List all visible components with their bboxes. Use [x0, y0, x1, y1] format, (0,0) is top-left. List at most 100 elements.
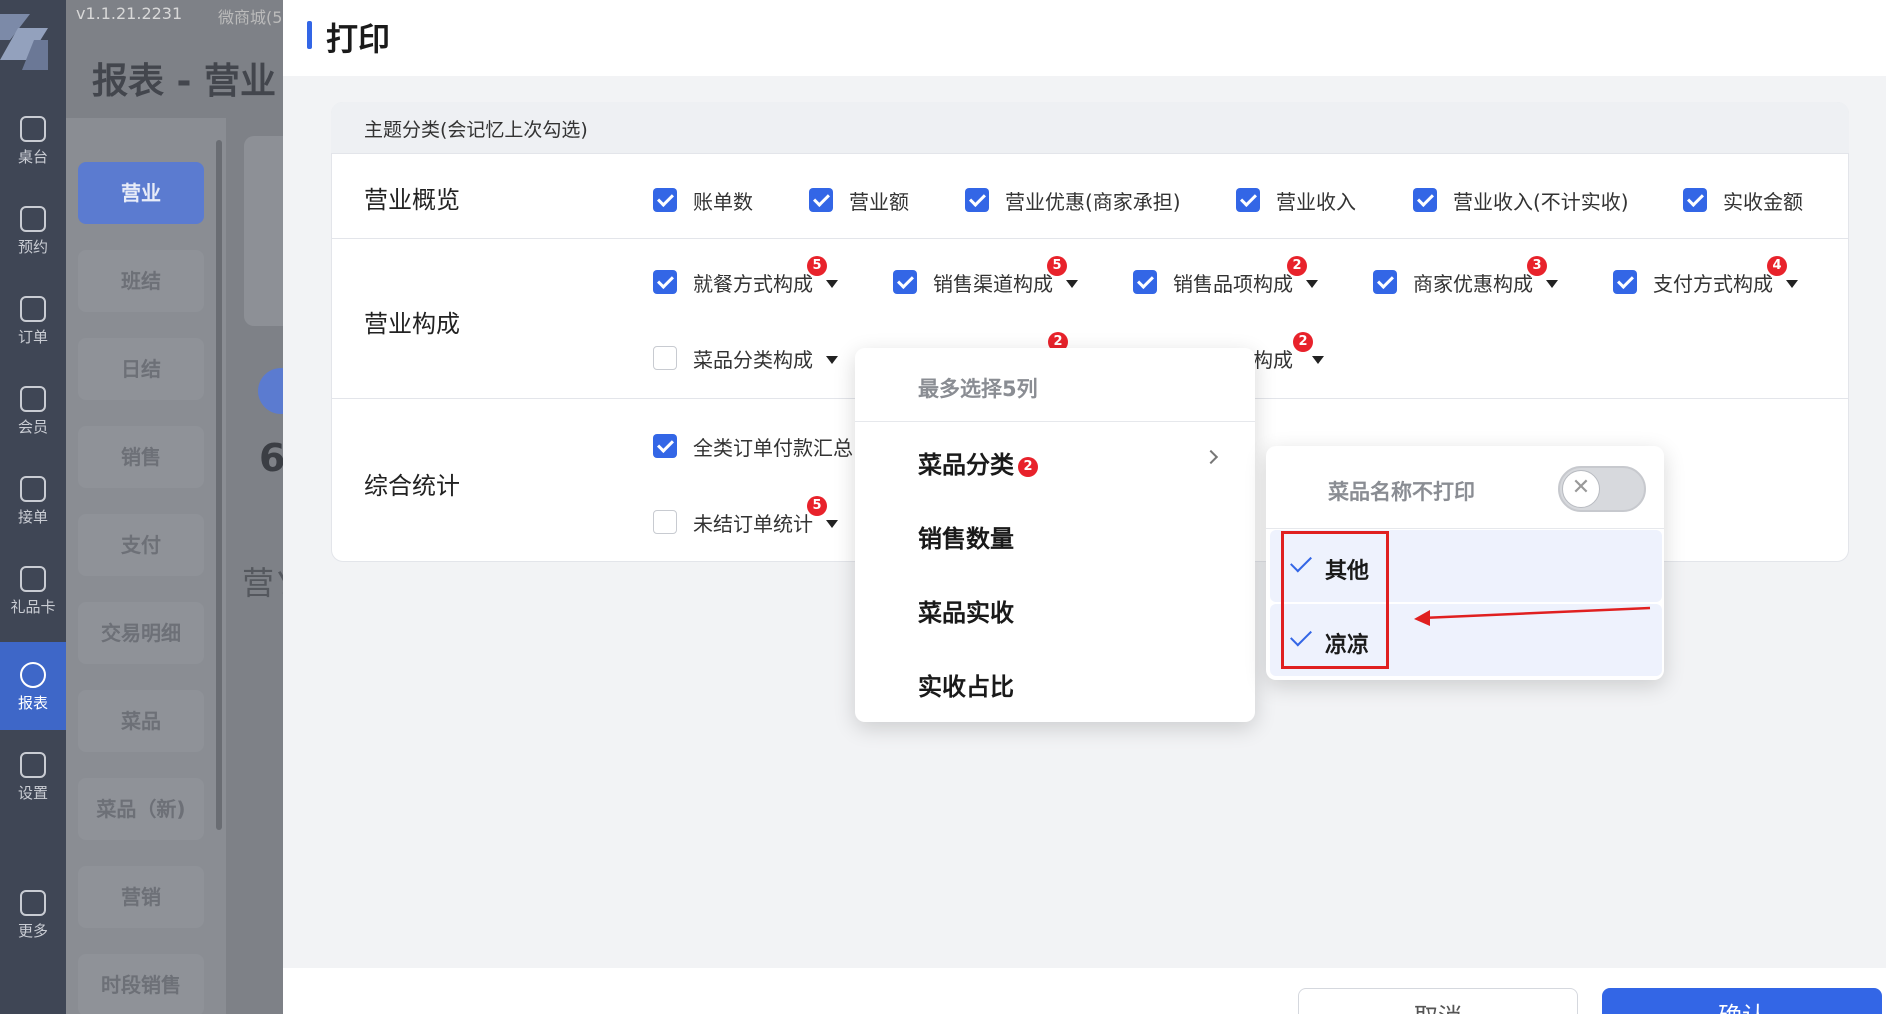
count-badge: 4	[1767, 256, 1787, 276]
modal-header	[283, 0, 1886, 76]
nav-icon	[20, 890, 46, 916]
option-checkbox[interactable]	[1413, 188, 1437, 212]
left-nav-rail	[0, 0, 66, 1014]
count-badge: 3	[1527, 256, 1547, 276]
section-label-composition: 营业构成	[364, 310, 460, 338]
option-checkbox[interactable]	[809, 188, 833, 212]
caret-down-icon[interactable]	[1306, 280, 1318, 288]
nav-icon	[20, 476, 46, 502]
option-label: 营业收入	[1276, 190, 1356, 214]
cancel-button[interactable]: 取消	[1298, 988, 1578, 1014]
confirm-button[interactable]: 确认	[1602, 988, 1882, 1014]
caret-down-icon[interactable]	[826, 356, 838, 364]
subnav-item[interactable]: 菜品（新)	[78, 778, 204, 840]
rail-item-label: 订单	[17, 328, 48, 346]
option-checkbox[interactable]	[893, 270, 917, 294]
modal-title: 打印	[326, 20, 391, 58]
dropdown-item-revenue[interactable]: 菜品实收	[918, 599, 1014, 627]
rail-item-label: 会员	[17, 418, 48, 436]
option-label: 营业优惠(商家承担)	[1005, 190, 1181, 214]
option-checkbox[interactable]	[1613, 270, 1637, 294]
app-version: v1.1.21.2231	[76, 4, 183, 23]
option-label: 支付方式构成	[1653, 272, 1773, 296]
option-checkbox[interactable]	[653, 270, 677, 294]
caret-down-icon[interactable]	[826, 520, 838, 528]
rail-item[interactable]: 接单	[0, 456, 66, 544]
subnav-item[interactable]: 班结	[78, 250, 204, 312]
option-label: 菜品分类构成	[693, 348, 813, 372]
rail-item[interactable]: 设置	[0, 732, 66, 820]
caret-down-icon[interactable]	[1546, 280, 1558, 288]
rail-item[interactable]: 更多	[0, 870, 66, 958]
rail-item[interactable]: 礼品卡	[0, 546, 66, 634]
option-checkbox[interactable]	[653, 188, 677, 212]
section-label-overview: 营业概览	[364, 186, 460, 214]
rail-item[interactable]: 预约	[0, 186, 66, 274]
rail-item[interactable]: 报表	[0, 642, 66, 730]
option-checkbox[interactable]	[653, 434, 677, 458]
section-divider	[331, 238, 1849, 239]
caret-down-icon[interactable]	[1066, 280, 1078, 288]
rail-item-label: 设置	[17, 784, 48, 802]
option-label: 销售渠道构成	[933, 272, 1053, 296]
dropdown-item-badge: 2	[1018, 457, 1038, 477]
caret-down-icon[interactable]	[1786, 280, 1798, 288]
rail-item-label: 报表	[17, 694, 48, 712]
subnav-item[interactable]: 支付	[78, 514, 204, 576]
nav-icon	[20, 566, 46, 592]
subnav-item[interactable]: 营业	[78, 162, 204, 224]
option-label: 营业收入(不计实收)	[1453, 190, 1629, 214]
nav-icon	[20, 752, 46, 778]
subnav-item[interactable]: 菜品	[78, 690, 204, 752]
app-logo	[0, 14, 48, 70]
subnav-item[interactable]: 交易明细	[78, 602, 204, 664]
rail-item-label: 接单	[17, 508, 48, 526]
submenu-option-label: 凉凉	[1325, 633, 1370, 658]
dropdown-item-ratio[interactable]: 实收占比	[918, 673, 1014, 701]
title-accent-bar	[307, 21, 312, 49]
rail-item[interactable]: 会员	[0, 366, 66, 454]
submenu-option-other[interactable]	[1270, 530, 1662, 602]
subnav-item[interactable]: 日结	[78, 338, 204, 400]
option-checkbox[interactable]	[653, 510, 677, 534]
option-checkbox[interactable]	[653, 346, 677, 370]
option-checkbox[interactable]	[1683, 188, 1707, 212]
nav-icon	[20, 206, 46, 232]
shop-name: 微商城(5	[218, 8, 283, 27]
option-checkbox[interactable]	[1373, 270, 1397, 294]
nav-icon	[20, 386, 46, 412]
subnav-item[interactable]: 销售	[78, 426, 204, 488]
option-checkbox[interactable]	[965, 188, 989, 212]
option-label: 构成	[1253, 348, 1293, 372]
submenu-option-label: 其他	[1325, 559, 1370, 584]
page-title: 报表 - 营业	[92, 61, 277, 102]
rail-item[interactable]: 订单	[0, 276, 66, 364]
option-label: 商家优惠构成	[1413, 272, 1533, 296]
dropdown-hint: 最多选择5列	[918, 377, 1038, 401]
subnav-scrollbar[interactable]	[216, 140, 222, 830]
rail-item-label: 更多	[17, 922, 48, 940]
subnav-item[interactable]: 营销	[78, 866, 204, 928]
annotation-arrow	[1414, 606, 1651, 626]
option-checkbox[interactable]	[1133, 270, 1157, 294]
nav-icon	[20, 116, 46, 142]
rail-item[interactable]: 桌台	[0, 96, 66, 184]
dropdown-item-quantity[interactable]: 销售数量	[918, 525, 1014, 553]
count-badge: 5	[1047, 256, 1067, 276]
nav-icon	[20, 296, 46, 322]
dropdown-divider	[855, 421, 1255, 422]
background-number: 6	[259, 436, 286, 480]
count-badge: 2	[1048, 332, 1068, 352]
annotation-highlight-box	[1281, 531, 1389, 669]
rail-item-label: 礼品卡	[10, 598, 56, 616]
caret-down-icon[interactable]	[1312, 356, 1324, 364]
subnav-item[interactable]: 时段销售	[78, 954, 204, 1014]
option-label: 销售品项构成	[1173, 272, 1293, 296]
option-checkbox[interactable]	[1236, 188, 1260, 212]
close-icon[interactable]: ✕	[1562, 470, 1600, 508]
count-badge: 2	[1287, 256, 1307, 276]
rail-item-label: 预约	[17, 238, 48, 256]
option-label: 全类订单付款汇总	[693, 436, 853, 460]
caret-down-icon[interactable]	[826, 280, 838, 288]
